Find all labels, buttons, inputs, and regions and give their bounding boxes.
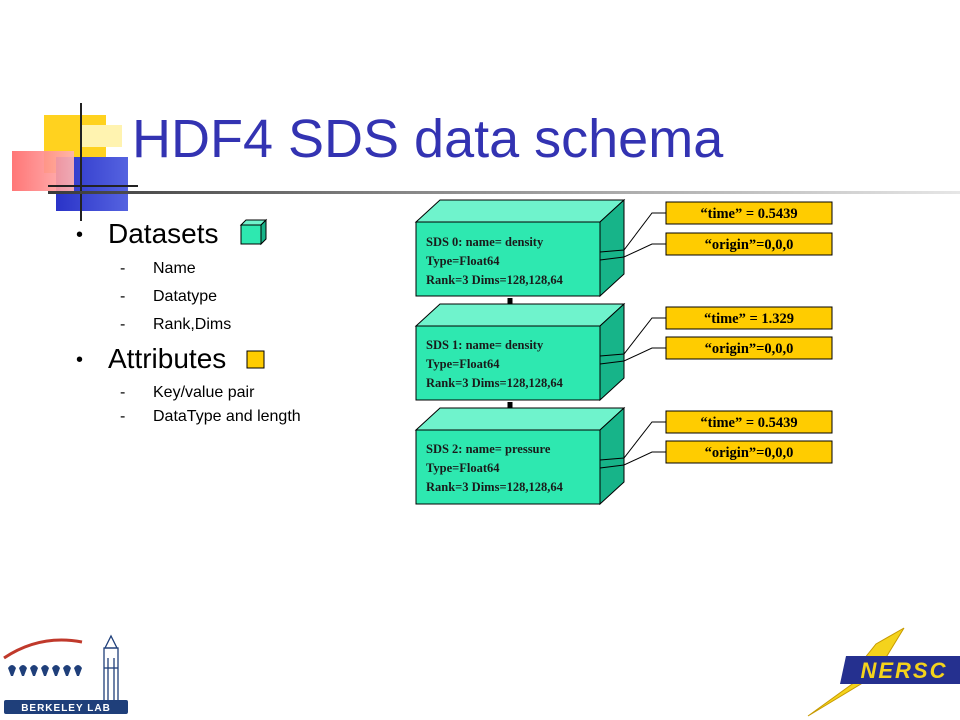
link-sds2-origin [599,451,666,469]
dataset-cube-sds0: SDS 0: name= density Type=Float64 Rank=3… [414,198,626,298]
link-sds2-time [599,421,666,461]
dataset-cube-sds1: SDS 1: name= density Type=Float64 Rank=3… [414,302,626,402]
sub-item-datatype: -Datatype [120,288,218,305]
link-sds1-origin [599,347,666,365]
attribute-origin-sds0: “origin”=0,0,0 [665,232,833,256]
bullet-datasets: • Datasets [76,218,219,250]
dataset-cube-icon [239,218,268,246]
title-divider [48,191,960,194]
svg-text:“origin”=0,0,0: “origin”=0,0,0 [705,237,794,253]
nersc-text: NERSC [860,658,947,683]
svg-text:“time” = 1.329: “time” = 1.329 [704,311,794,327]
attribute-time-sds1: “time” = 1.329 [665,306,833,330]
slide-title: HDF4 SDS data schema [132,109,724,169]
attribute-time-sds0: “time” = 0.5439 [665,201,833,225]
bullet-attributes: • Attributes [76,343,226,375]
svg-text:“time” = 0.5439: “time” = 0.5439 [700,415,797,431]
sds0-name: SDS 0: name= density [426,235,544,249]
corner-decoration [0,95,140,225]
link-sds0-origin [599,243,666,261]
sub-item-rank-dims: -Rank,Dims [120,316,232,333]
sds1-type: Type=Float64 [426,357,500,371]
sds2-type: Type=Float64 [426,461,500,475]
sds-diagram: SDS 0: name= density Type=Float64 Rank=3… [414,198,833,506]
sds0-type: Type=Float64 [426,254,500,268]
attribute-origin-sds2: “origin”=0,0,0 [665,440,833,464]
berkeley-lab-logo: BERKELEY LAB [3,634,128,714]
sds1-name: SDS 1: name= density [426,338,544,352]
sds2-name: SDS 2: name= pressure [426,442,551,456]
sub-item-datatype-length: -DataType and length [120,408,301,425]
bullet-label: Datasets [108,218,219,249]
sub-item-key-value: -Key/value pair [120,384,255,401]
link-sds1-time [599,317,666,357]
berkeley-lab-text: BERKELEY LAB [21,703,111,714]
attribute-box-icon [246,350,265,369]
dataset-cube-sds2: SDS 2: name= pressure Type=Float64 Rank=… [414,406,626,506]
svg-text:“time” = 0.5439: “time” = 0.5439 [700,206,797,222]
nersc-logo: NERSC [807,627,960,717]
sds1-rank-dims: Rank=3 Dims=128,128,64 [426,376,564,390]
sds0-rank-dims: Rank=3 Dims=128,128,64 [426,273,564,287]
attribute-origin-sds1: “origin”=0,0,0 [665,336,833,360]
attribute-time-sds2: “time” = 0.5439 [665,410,833,434]
svg-text:“origin”=0,0,0: “origin”=0,0,0 [705,341,794,357]
bullet-label: Attributes [108,343,227,374]
link-sds0-time [599,212,666,253]
sub-item-name: -Name [120,260,196,277]
svg-text:“origin”=0,0,0: “origin”=0,0,0 [705,445,794,461]
bullet-dot: • [76,224,84,247]
bullet-dot: • [76,349,84,372]
sds2-rank-dims: Rank=3 Dims=128,128,64 [426,480,564,494]
